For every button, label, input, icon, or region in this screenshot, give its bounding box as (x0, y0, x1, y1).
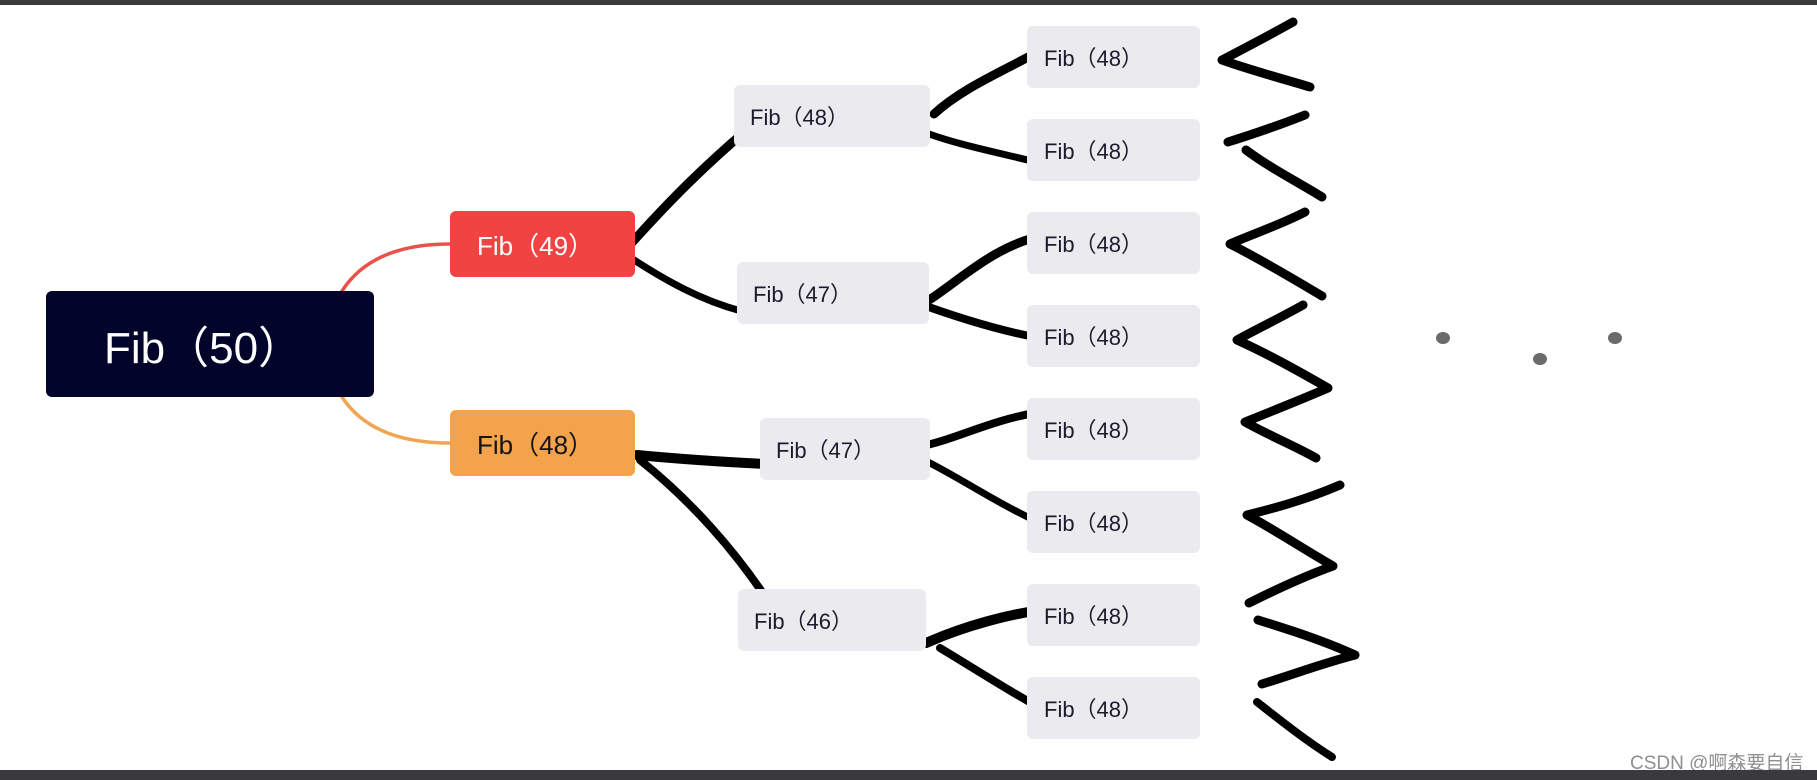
root-node-fib-50: Fib（50） (46, 291, 374, 397)
level3-node: Fib（48） (1027, 305, 1200, 367)
stroke-zigzag-5 (1242, 480, 1345, 608)
level3-node: Fib（48） (1027, 491, 1200, 553)
node-fib-49: Fib（49） (450, 211, 635, 277)
level3-node: Fib（48） (1027, 398, 1200, 460)
level2-node: Fib（46） (738, 589, 926, 651)
node-fib-48: Fib（48） (450, 410, 635, 476)
stroke-fib49-to-fib47 (630, 256, 745, 315)
stroke-l2a-up (929, 50, 1037, 119)
stroke-l2a-down (925, 130, 1040, 166)
ellipsis-dot-1 (1436, 332, 1450, 344)
level3-node: Fib（48） (1027, 677, 1200, 739)
ellipsis-dot-2 (1533, 353, 1547, 365)
connector-root-to-fib49 (340, 242, 452, 293)
stroke-l2b-down (908, 297, 1044, 342)
watermark: CSDN @啊森要自信 (1630, 753, 1804, 774)
stroke-zigzag-2 (1223, 110, 1327, 202)
level3-node: Fib（48） (1027, 119, 1200, 181)
top-border (0, 0, 1817, 5)
stroke-zigzag-7 (1253, 698, 1336, 761)
level3-node: Fib（48） (1027, 584, 1200, 646)
level2-node: Fib（48） (734, 85, 930, 147)
stroke-fib48-to-fib46 (636, 456, 774, 608)
level2-node: Fib（47） (737, 262, 929, 324)
stroke-zigzag-4 (1232, 300, 1333, 463)
level3-node: Fib（48） (1027, 212, 1200, 274)
ellipsis-dot-3 (1608, 332, 1622, 344)
level3-node: Fib（48） (1027, 26, 1200, 88)
level2-node: Fib（47） (760, 418, 930, 480)
connector-root-to-fib48 (340, 395, 452, 445)
stroke-l2c-down (922, 457, 1044, 527)
stroke-zigzag-6 (1253, 615, 1360, 689)
stroke-zigzag-3 (1225, 207, 1327, 301)
stroke-zigzag-1 (1217, 17, 1315, 92)
ellipsis-dots (1436, 332, 1622, 365)
bottom-border (0, 770, 1817, 780)
stroke-l2c-up (914, 408, 1044, 451)
